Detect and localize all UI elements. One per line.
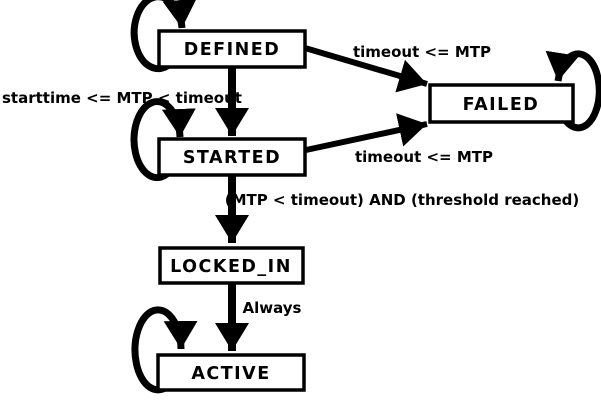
state-box-active <box>156 353 306 392</box>
state-box-defined <box>157 29 307 69</box>
transition-defined-failed <box>304 45 428 93</box>
state-label-active: ACTIVE <box>191 364 270 384</box>
state-box-locked-in <box>158 246 305 285</box>
edge-label-locked-in-active: Always <box>243 299 302 317</box>
edge-label-started-locked-in: (MTP < timeout) AND (threshold reached) <box>225 191 580 209</box>
state-box-started <box>157 137 307 177</box>
self-loop-started <box>130 98 196 182</box>
state-label-failed: FAILED <box>463 95 540 115</box>
edge-label-defined-started: starttime <= MTP < timeout <box>2 89 242 107</box>
self-loop-failed <box>545 50 601 132</box>
state-label-started: STARTED <box>183 148 281 168</box>
edge-label-started-failed: timeout <= MTP <box>355 148 493 166</box>
edge-label-defined-failed: timeout <= MTP <box>353 43 491 61</box>
transition-started-failed <box>305 113 428 153</box>
state-label-defined: DEFINED <box>184 40 281 60</box>
state-label-locked-in: LOCKED_IN <box>170 257 292 277</box>
self-loop-defined <box>130 0 197 73</box>
state-box-failed <box>428 83 575 124</box>
self-loop-active <box>131 306 198 394</box>
